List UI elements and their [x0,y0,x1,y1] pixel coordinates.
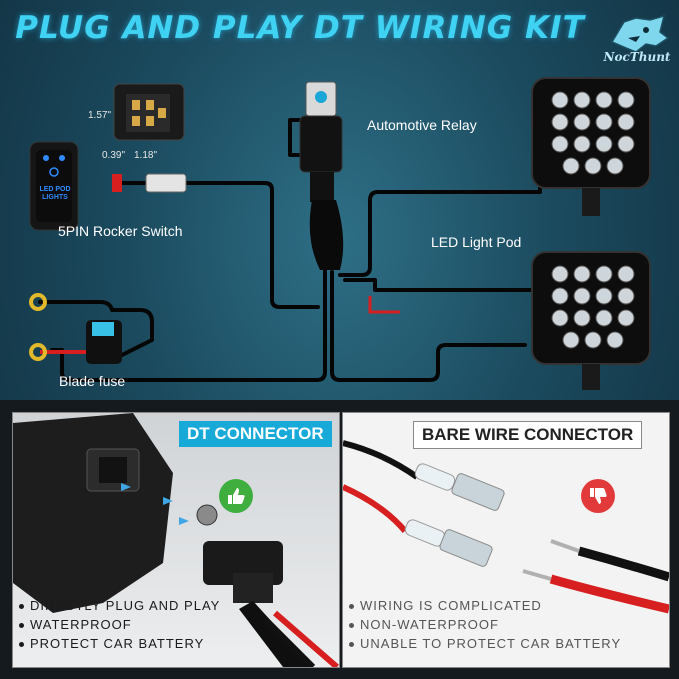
bare-wire-header: BARE WIRE CONNECTOR [413,421,643,449]
dim-width: 0.39" [102,150,126,161]
panther-logo-icon [610,14,670,53]
bare-feature-2: NON-WATERPROOF [349,617,499,632]
led-pod-top [531,77,651,216]
dt-feature-3: PROTECT CAR BATTERY [19,636,204,651]
thumbs-down-icon [590,488,607,504]
brand-name: NocThunt [603,50,671,64]
label-fuse: Blade fuse [59,373,126,389]
bare-wire-panel: BARE WIRE CONNECTOR WIRING IS COMPLICATE… [342,412,670,668]
dt-feature-2: WATERPROOF [19,617,132,632]
wiring-diagram [29,77,651,390]
page-title: PLUG AND PLAY DT WIRING KIT [15,10,585,46]
label-light-pod: LED Light Pod [431,234,522,250]
dt-connector-panel: DT CONNECTOR DIRECTLY PLUG AND PLAY WATE… [12,412,340,668]
dim-height: 1.57" [88,110,112,121]
thumbs-up-badge [219,479,253,513]
label-relay: Automotive Relay [367,117,477,133]
dt-connector-image [13,413,339,667]
led-pod-bottom [531,251,651,390]
dt-feature-1: DIRECTLY PLUG AND PLAY [19,598,220,613]
label-switch: 5PIN Rocker Switch [58,223,183,239]
bare-wire-image [343,440,669,614]
dim-depth: 1.18" [134,150,158,161]
dt-connector-header: DT CONNECTOR [179,421,332,447]
bare-feature-1: WIRING IS COMPLICATED [349,598,542,613]
thumbs-up-icon [228,488,245,504]
bare-feature-3: UNABLE TO PROTECT CAR BATTERY [349,636,621,651]
switch-face-text: LED POD LIGHTS [39,186,71,201]
thumbs-down-badge [581,479,615,513]
